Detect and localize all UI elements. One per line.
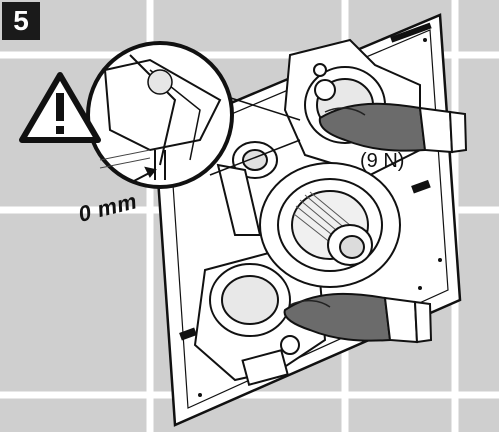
gap-arrows (131, 166, 157, 183)
upper-hand (318, 102, 468, 154)
step-number-badge: 5 (2, 2, 40, 40)
lower-clip (193, 248, 327, 386)
side-knob (216, 141, 278, 236)
central-valve (259, 162, 401, 288)
magnifier-detail (86, 41, 234, 189)
lower-hand (283, 292, 433, 344)
plate-marks (179, 22, 432, 341)
force-label: (9 N) (360, 150, 405, 172)
